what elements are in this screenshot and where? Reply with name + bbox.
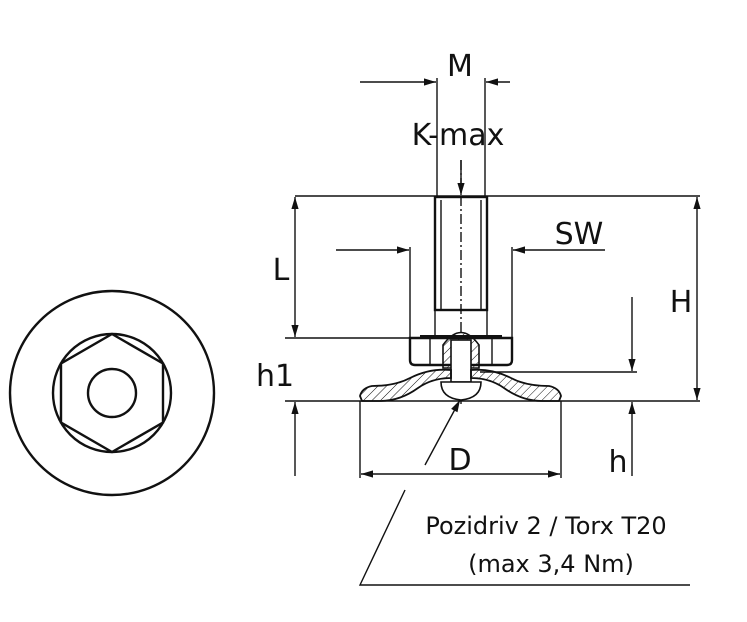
nut-circle <box>51 332 173 454</box>
label-m: M <box>447 49 473 84</box>
bolt-hole-circle <box>86 367 138 419</box>
label-h-total: H <box>670 285 693 320</box>
drive-note-line1: Pozidriv 2 / Torx T20 <box>425 512 666 540</box>
side-view <box>285 78 701 586</box>
label-l: L <box>273 253 290 288</box>
label-sw: SW <box>555 217 604 252</box>
top-view <box>8 289 216 497</box>
base-outline-circle <box>8 289 216 497</box>
base-plate <box>359 368 452 402</box>
label-k-max: K-max <box>412 118 505 153</box>
hex-nut <box>408 336 514 367</box>
hex-nut-outline <box>59 332 165 454</box>
label-h1: h1 <box>256 359 294 394</box>
label-h: h <box>608 445 627 480</box>
label-d: D <box>448 443 471 478</box>
drive-note-line2: (max 3,4 Nm) <box>468 550 634 578</box>
